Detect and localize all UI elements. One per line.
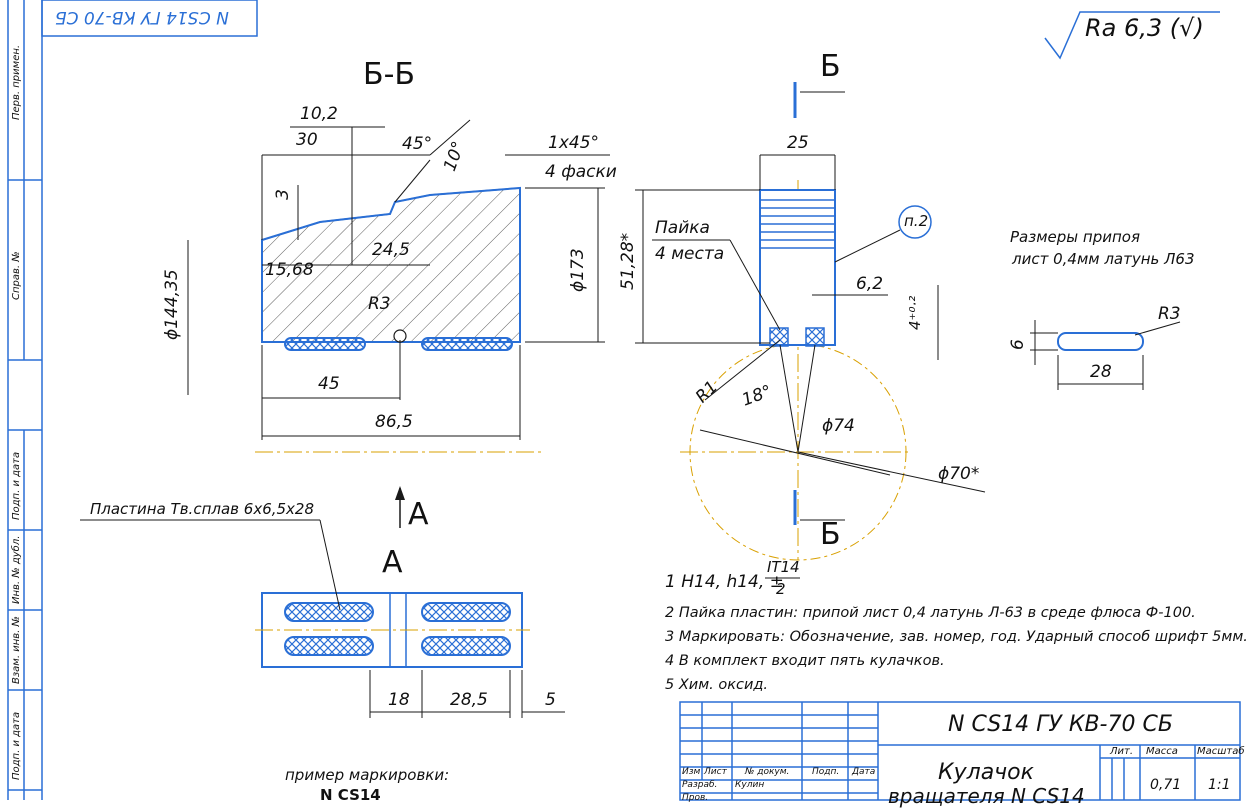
dim-45deg: 45°: [402, 134, 433, 154]
top-stamp: N CS14 ГУ КВ-70 СБ: [55, 7, 229, 27]
cross-section-view: [635, 82, 986, 561]
note-1-num: IT14: [767, 558, 800, 576]
dim-24-5: 24,5: [372, 240, 410, 260]
view-a: [80, 486, 565, 718]
lit-label: Лит.: [1110, 746, 1134, 757]
dim-86-5: 86,5: [375, 412, 413, 432]
hdr-data: Дата: [852, 767, 876, 777]
dim-10-2: 10,2: [300, 104, 338, 124]
note-1-prefix: 1 H14, h14, ±: [665, 572, 784, 592]
prov-label: Пров.: [682, 793, 709, 803]
dim-d144-35: ϕ144,35: [162, 269, 182, 340]
roughness-symbol: [1044, 11, 1220, 60]
sidebar-podp-data-1: Подп. и дата: [11, 451, 22, 520]
dim-3: 3: [272, 189, 293, 200]
solder-strip: [1030, 320, 1181, 390]
solder-d28: 28: [1090, 362, 1112, 382]
view-marker-arrow: А: [408, 497, 429, 532]
solder-places: 4 места: [655, 244, 725, 264]
razrab-label: Разраб.: [682, 780, 718, 790]
dim-6-2: 6,2: [856, 274, 884, 294]
dim-chamfer: 1x45°: [548, 133, 600, 153]
hdr-list: Лист: [704, 767, 727, 777]
note-3: 3 Маркировать: Обозначение, зав. номер, …: [665, 629, 1248, 645]
solder-d6: 6: [1008, 339, 1028, 350]
sidebar-perv-primen: Перв. примен.: [11, 44, 22, 120]
balloon-label: п.2: [904, 212, 929, 230]
section-marker-bottom: Б: [820, 517, 841, 552]
note-1-den: 2: [776, 580, 786, 598]
marking-caption: пример маркировки:: [285, 766, 450, 784]
dim-d74: ϕ74: [822, 416, 855, 436]
roughness-label: Ra 6,3 (√): [1085, 14, 1204, 42]
solder-label: Пайка: [655, 218, 710, 238]
dim-25: 25: [787, 133, 809, 153]
scale-value: 1:1: [1208, 777, 1231, 793]
dim-28-5: 28,5: [450, 690, 488, 710]
dim-tol-4: 4⁺⁰·²: [906, 295, 924, 330]
solder-note-line2: лист 0,4мм латунь Л63: [1012, 250, 1195, 268]
hdr-docnum: № докум.: [745, 767, 790, 777]
section-bb: [187, 119, 610, 453]
sidebar-sprav-num: Справ. №: [11, 251, 22, 300]
dim-30: 30: [296, 130, 318, 150]
view-title: А: [382, 545, 403, 580]
dim-5: 5: [545, 690, 556, 710]
dim-d70: ϕ70*: [938, 464, 980, 484]
dim-18: 18: [388, 690, 410, 710]
massa-label: Масса: [1146, 746, 1178, 757]
dim-15-68: 15,68: [265, 260, 314, 280]
title-block-grid: [679, 701, 1241, 801]
sheet-frame: [7, 0, 258, 800]
sidebar-podp-data-2: Подп. и дата: [11, 711, 22, 780]
plate-label: Пластина Тв.сплав 6х6,5х28: [90, 500, 315, 518]
sidebar-vzam-inv: Взам. инв. №: [11, 616, 22, 684]
solder-note-line1: Размеры припоя: [1010, 228, 1140, 246]
sidebar-inv-dubl: Инв. № дубл.: [11, 535, 22, 604]
mass-value: 0,71: [1150, 777, 1182, 793]
dim-51-28: 51,28*: [618, 232, 638, 290]
marking-text: N CS14: [320, 786, 381, 804]
dim-r3: R3: [368, 294, 391, 314]
note-2: 2 Пайка пластин: припой лист 0,4 латунь …: [665, 605, 1196, 621]
title-designation: N CS14 ГУ КВ-70 СБ: [948, 712, 1173, 737]
title-name-2: вращателя N CS14: [888, 784, 1085, 808]
masshtab-label: Масштаб: [1197, 746, 1245, 757]
dim-45: 45: [318, 374, 340, 394]
note-5: 5 Хим. оксид.: [665, 677, 769, 693]
razrab-name: Кулин: [735, 780, 765, 790]
section-title: Б-Б: [363, 57, 415, 92]
title-name-1: Кулачок: [938, 760, 1034, 785]
note-4: 4 В комплект входит пять кулачков.: [665, 653, 945, 669]
dim-chamfer-note: 4 фаски: [545, 162, 617, 182]
solder-r3: R3: [1158, 304, 1181, 324]
hdr-podp: Подп.: [812, 767, 840, 777]
section-marker-top: Б: [820, 49, 841, 84]
hdr-izm: Изм: [682, 767, 701, 777]
dim-d173: ϕ173: [568, 248, 588, 292]
